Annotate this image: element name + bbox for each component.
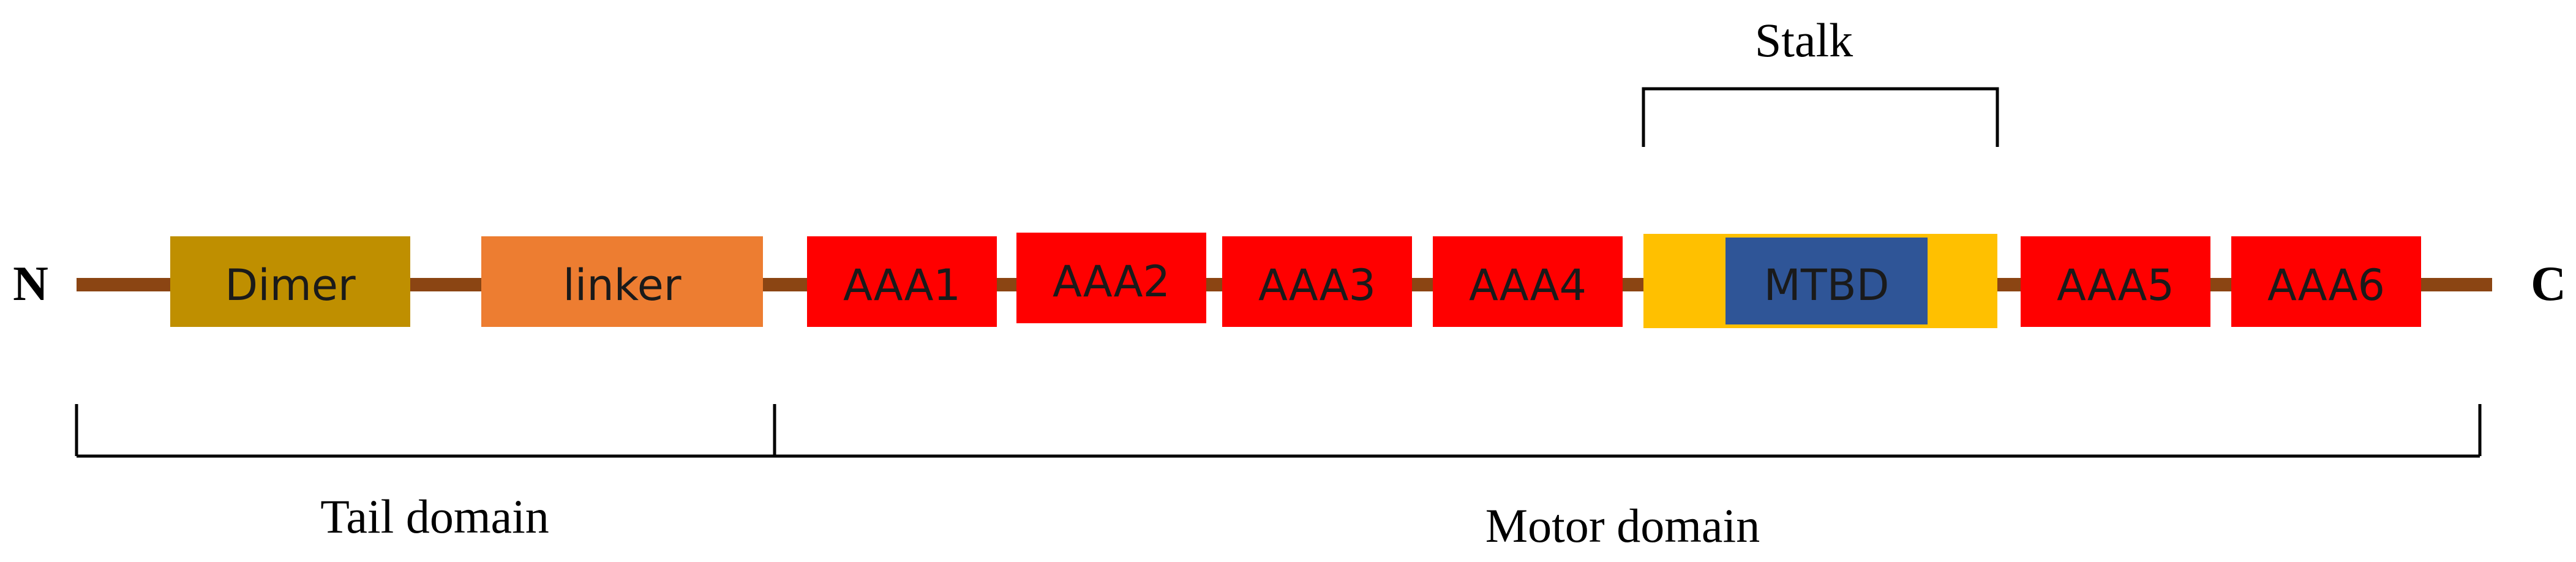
stalk-bracket (1642, 87, 1999, 147)
aaa3-box (1222, 236, 1412, 327)
aaa6-label: AAA6 (2267, 260, 2385, 310)
dimer-label: Dimer (225, 260, 356, 310)
aaa1-label: AAA1 (843, 260, 961, 310)
aaa5-box (2021, 236, 2210, 327)
aaa6-box (2231, 236, 2421, 327)
dimer-box (170, 236, 410, 327)
aaa3-label: AAA3 (1258, 260, 1376, 310)
mtbd-box (1725, 238, 1928, 324)
aaa4-box (1433, 236, 1623, 327)
domain-labels: Dimer linker AAA1 AAA2 AAA3 AAA4 MTBD AA… (225, 257, 2385, 310)
c-terminus-label: C (2531, 257, 2566, 311)
tail-domain-label: Tail domain (320, 490, 549, 543)
linker-box (481, 236, 763, 327)
domain-boxes (170, 233, 2421, 328)
aaa5-label: AAA5 (2057, 260, 2174, 310)
aaa1-box (807, 236, 997, 327)
stalk-label: Stalk (1755, 13, 1853, 67)
region-brackets (75, 404, 2482, 458)
mtbd-label: MTBD (1763, 260, 1889, 310)
linker-label: linker (563, 260, 681, 310)
n-terminus-label: N (13, 257, 48, 311)
aaa2-box (1016, 233, 1206, 323)
aaa2-label: AAA2 (1053, 257, 1170, 307)
motor-domain-label: Motor domain (1485, 499, 1760, 552)
aaa4-label: AAA4 (1469, 260, 1587, 310)
